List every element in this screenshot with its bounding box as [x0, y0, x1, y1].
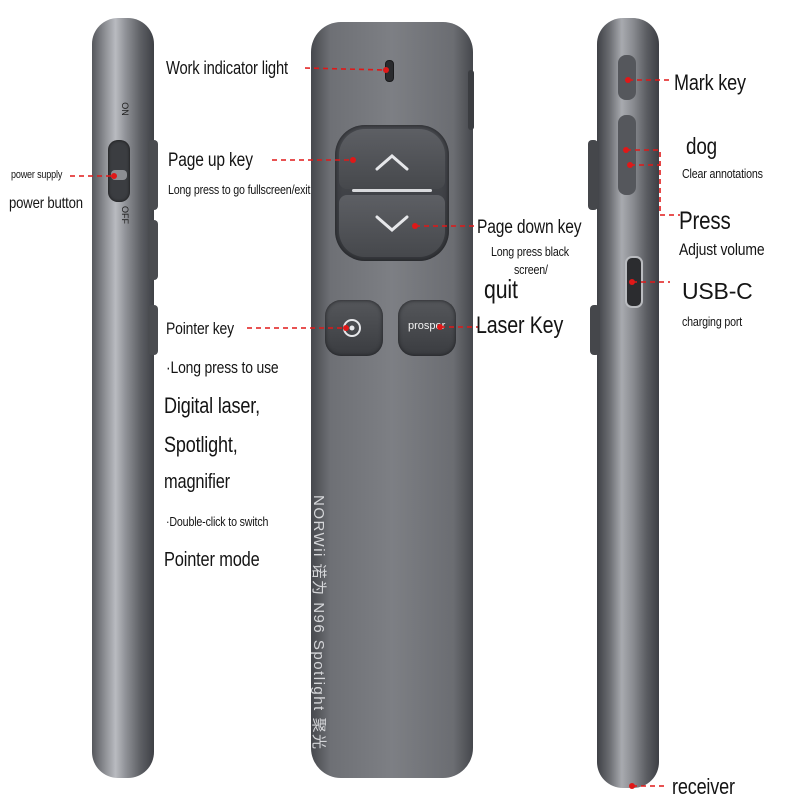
left-side-key-lower	[148, 220, 158, 280]
mark-key-label: Mark key	[674, 70, 746, 95]
power-button-label: power button	[9, 195, 83, 212]
volume-rocker[interactable]	[618, 115, 636, 195]
clear-annotations-label: Clear annotations	[682, 166, 763, 181]
pointer-desc-2: Digital laser,	[164, 393, 260, 418]
adjust-volume-label: Adjust volume	[679, 240, 765, 259]
pointer-key[interactable]	[325, 300, 383, 356]
receiver-label: receiver	[672, 774, 735, 799]
page-down-desc-2: screen/	[514, 262, 548, 277]
usbc-label: USB-C	[682, 278, 753, 304]
right-side-key-upper	[588, 140, 598, 210]
pointer-key-label: Pointer key	[166, 319, 234, 338]
page-down-desc-1: Long press black	[491, 244, 569, 259]
laser-key-label: prosper	[408, 320, 446, 332]
quit-label: quit	[484, 274, 518, 304]
left-side-key-upper	[148, 140, 158, 210]
pointer-desc-5: ·Double-click to switch	[166, 514, 269, 529]
power-switch-knob	[111, 170, 127, 180]
chevron-up-icon	[375, 154, 409, 171]
power-supply-label: power supply	[11, 169, 63, 181]
work-indicator-label: Work indicator light	[166, 58, 288, 78]
page-down-label: Page down key	[477, 217, 582, 238]
page-up-label: Page up key	[168, 150, 253, 171]
right-side-key-lower	[590, 305, 600, 355]
charging-port-label: charging port	[682, 314, 743, 329]
left-side-key-pointer	[148, 305, 158, 355]
pointer-desc-4: magnifier	[164, 471, 230, 493]
pointer-desc-3: Spotlight,	[164, 432, 238, 457]
page-up-desc: Long press to go fullscreen/exit	[168, 182, 311, 197]
front-side-edge	[468, 70, 474, 130]
page-up-key[interactable]	[339, 129, 445, 189]
dog-label: dog	[686, 133, 717, 159]
laser-key-callout: Laser Key	[476, 312, 564, 339]
pointer-desc-1: ·Long press to use	[166, 358, 279, 377]
keypad-divider	[352, 189, 432, 192]
chevron-down-icon	[375, 215, 409, 232]
laser-key[interactable]: prosper	[398, 300, 456, 356]
press-label: Press	[679, 207, 731, 235]
pointer-desc-6: Pointer mode	[164, 549, 260, 571]
